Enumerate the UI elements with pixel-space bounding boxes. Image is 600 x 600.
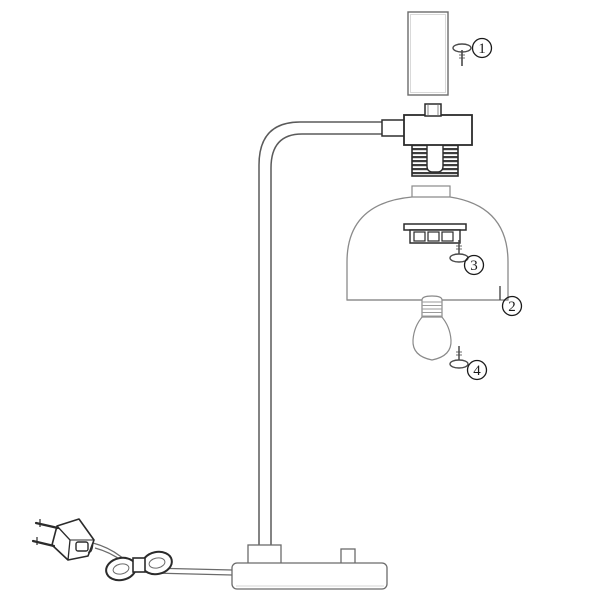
screw-icon (449, 346, 469, 369)
european-two-pin-power-plug (31, 518, 95, 561)
lamp-base-plate (231, 544, 388, 590)
screw-icon (452, 43, 472, 66)
internal-mounting-bracket (403, 223, 467, 244)
callout-3-circle (463, 254, 485, 276)
base-switch-nub (340, 548, 356, 565)
pivot-joint-block (403, 103, 473, 146)
base-collar-block (247, 544, 282, 565)
plug-pin-upper (34, 519, 60, 530)
callout-3-label: 3 (470, 258, 478, 274)
callout-4-circle (466, 359, 488, 381)
curved-lamp-arm (258, 121, 404, 548)
callout-4: 4 (449, 346, 488, 381)
callout-2-circle (501, 295, 523, 317)
callout-1-label: 1 (478, 41, 486, 57)
callout-1: 1 (452, 37, 493, 66)
arm-connector-ferrule (381, 119, 407, 137)
callout-3: 3 (449, 240, 485, 276)
callout-2-label: 2 (508, 299, 516, 315)
callout-1-circle (471, 37, 493, 59)
callout-2: 2 (499, 286, 523, 317)
bow-tie-cable-tie (105, 550, 173, 582)
rectangular-top-panel (407, 11, 449, 96)
incandescent-light-bulb (412, 295, 452, 361)
plug-pin-lower (31, 537, 56, 548)
callout-4-label: 4 (473, 363, 481, 379)
